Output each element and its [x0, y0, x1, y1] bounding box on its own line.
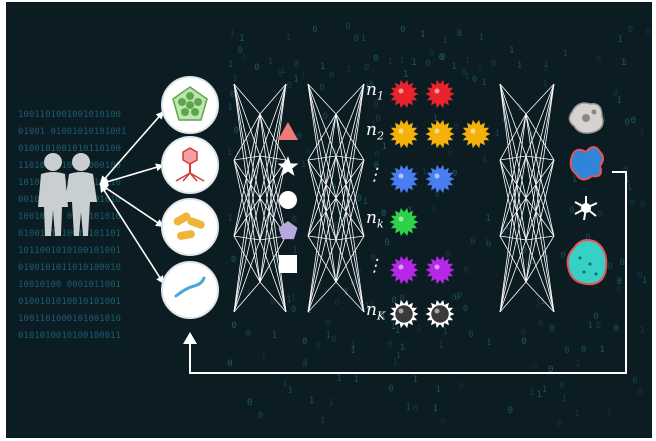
circle-icon	[279, 191, 297, 209]
output-cells	[566, 102, 608, 286]
arrow-head	[155, 111, 164, 120]
bacteriophage-icon	[161, 136, 219, 194]
row-label: nk	[366, 208, 384, 231]
cell-row	[389, 79, 455, 109]
square-icon	[279, 255, 297, 273]
row-label: nK	[366, 300, 386, 323]
pipeline-diagram	[38, 76, 627, 374]
feedback-arrow	[183, 171, 627, 374]
collection-arrow	[99, 164, 165, 185]
triangle-icon	[278, 122, 298, 140]
cell-icon	[389, 299, 419, 329]
arrow-head	[100, 177, 109, 186]
collection-arrow	[99, 110, 165, 185]
cell-icon	[389, 119, 419, 149]
cell-icon	[425, 255, 455, 285]
cell-icon	[461, 119, 491, 149]
cell-icon	[389, 255, 419, 285]
cyan-cell-icon	[566, 239, 608, 286]
cell-row	[389, 299, 455, 329]
collection-arrow	[99, 183, 165, 228]
arrow-head	[100, 184, 108, 193]
grey-cell-icon	[568, 102, 604, 134]
cell-icon	[425, 119, 455, 149]
cell-icon	[425, 79, 455, 109]
row-label: n2	[366, 120, 384, 143]
cell-icon	[425, 164, 455, 194]
cell-row	[389, 164, 455, 194]
encoder-network-1	[233, 83, 287, 313]
cell-row	[389, 207, 419, 237]
bacteria-icon	[161, 198, 219, 256]
pentagon-icon	[278, 221, 298, 240]
encoder-network-2	[307, 83, 365, 313]
decoder-network	[499, 83, 555, 313]
two-people-icon	[38, 153, 97, 236]
cell-icon	[389, 164, 419, 194]
cell-type-rows	[389, 79, 491, 329]
white-neuron-icon	[574, 196, 598, 221]
cell-icon	[389, 207, 419, 237]
collection-arrow	[99, 183, 165, 285]
feature-shapes	[277, 122, 299, 273]
cell-cluster-icon	[161, 76, 219, 134]
star-icon	[277, 156, 299, 176]
blue-amoeba-icon	[569, 146, 604, 181]
sample-collection-arrows	[99, 110, 165, 285]
worm-icon	[161, 261, 219, 319]
cell-row	[389, 119, 491, 149]
arrow-head	[100, 175, 109, 184]
cell-row	[389, 255, 455, 285]
sample-circles	[161, 76, 219, 319]
row-label: ⋮	[366, 165, 383, 185]
arrow-head	[156, 275, 164, 284]
row-label: ⋮	[366, 256, 383, 276]
cell-icon	[389, 79, 419, 109]
cell-icon	[425, 299, 455, 329]
row-label: n1	[366, 80, 384, 103]
